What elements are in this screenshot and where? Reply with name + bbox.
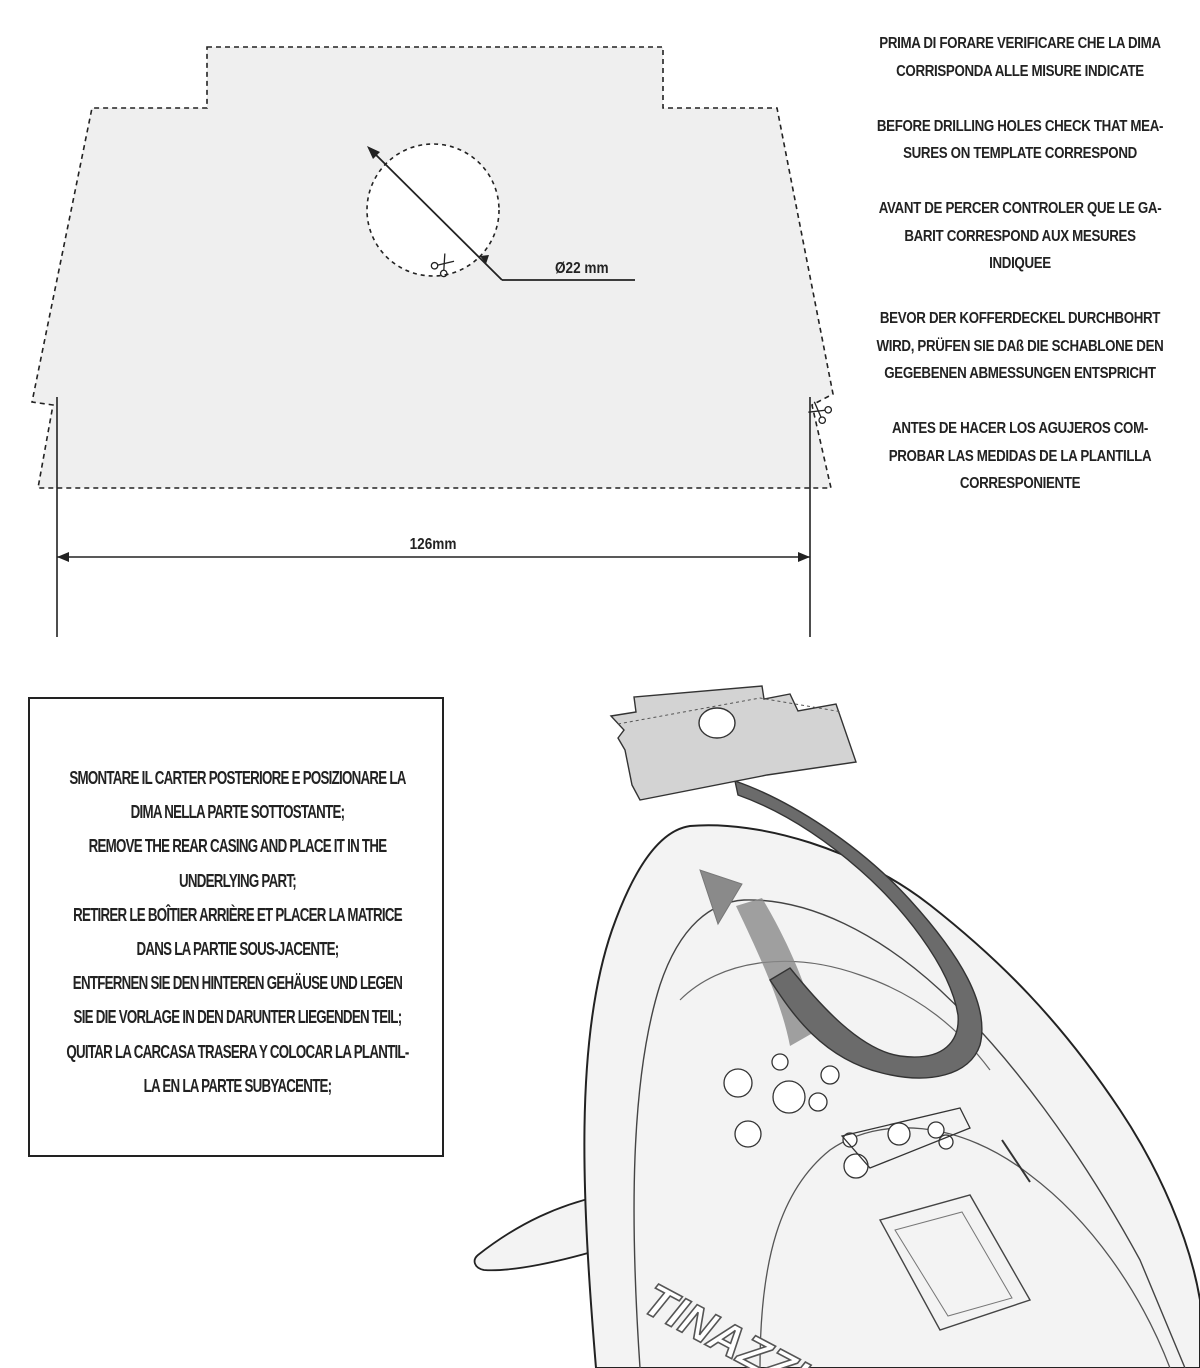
template-piece: [609, 685, 857, 801]
instruction-line: ENTFERNEN SIE DEN HINTEREN GEHÄUSE UND L…: [72, 973, 403, 994]
arrowhead-icon: [57, 552, 69, 562]
arrowhead-icon: [480, 255, 489, 264]
routing-arrow-icon: [699, 869, 743, 926]
bolt-icon: [1001, 1139, 1031, 1183]
instruction-line: SMONTARE IL CARTER POSTERIORE E POSIZION…: [69, 768, 406, 788]
hole-circle: [366, 143, 500, 277]
battery-compartment: [878, 1194, 1032, 1331]
mounting-bracket: [840, 1107, 971, 1169]
scissors-icon: [808, 401, 833, 425]
drilling-template-diagram: Ø22 mm 126mm: [31, 46, 834, 637]
instruction-line: LA EN LA PARTE SUBYACENTE;: [143, 1075, 332, 1096]
motorcycle-tail-illustration: TINAZZI: [473, 685, 1200, 1368]
instruction-text: SMONTARE IL CARTER POSTERIORE E POSIZION…: [66, 761, 409, 1103]
width-dimension-label: 126mm: [410, 536, 457, 553]
instruction-line: SIE DIE VORLAGE IN DEN DARUNTER LIEGENDE…: [73, 1007, 403, 1028]
side-fin: [473, 1194, 614, 1272]
instruction-line: RETIRER LE BOÎTIER ARRIÈRE ET PLACER LA …: [73, 904, 403, 925]
instruction-line: DIMA NELLA PARTE SOTTOSTANTE;: [130, 802, 345, 823]
tail-inner-contour: [759, 1127, 1171, 1368]
instruction-box: SMONTARE IL CARTER POSTERIORE E POSIZION…: [28, 697, 444, 1157]
instruction-line: DANS LA PARTIE SOUS-JACENTE;: [136, 939, 339, 960]
template-band: [734, 779, 983, 1079]
warning-it: PRIMA DI FORARE VERIFICARE CHE LA DIMA C…: [879, 35, 1161, 80]
arrowhead-icon: [798, 552, 810, 562]
warning-text-block: PRIMA DI FORARE VERIFICARE CHE LA DIMA C…: [874, 30, 1166, 498]
instruction-line: REMOVE THE REAR CASING AND PLACE IT IN T…: [88, 836, 387, 857]
scissors-icon: [430, 253, 455, 278]
arrowhead-icon: [367, 146, 380, 159]
hole-diameter-line: [368, 147, 503, 281]
warning-en: BEFORE DRILLING HOLES CHECK THAT MEA- SU…: [876, 117, 1164, 163]
warning-es: ANTES DE HACER LOS AGUJEROS COM- PROBAR …: [888, 420, 1152, 492]
template-piece-dash: [617, 697, 843, 725]
tail-body: [583, 824, 1200, 1368]
hole-diameter-label: Ø22 mm: [555, 260, 609, 277]
battery-compartment: [894, 1211, 1013, 1317]
warning-de: BEVOR DER KOFFERDECKEL DURCHBOHRT WIRD, …: [876, 310, 1164, 382]
instruction-line: QUITAR LA CARCASA TRASERA Y COLOCAR LA P…: [66, 1041, 409, 1062]
template-piece-hole: [698, 707, 736, 739]
instruction-line: UNDERLYING PART;: [179, 870, 297, 891]
mounting-holes: [723, 1053, 954, 1179]
warning-fr: AVANT DE PERCER CONTROLER QUE LE GA- BAR…: [878, 200, 1162, 272]
